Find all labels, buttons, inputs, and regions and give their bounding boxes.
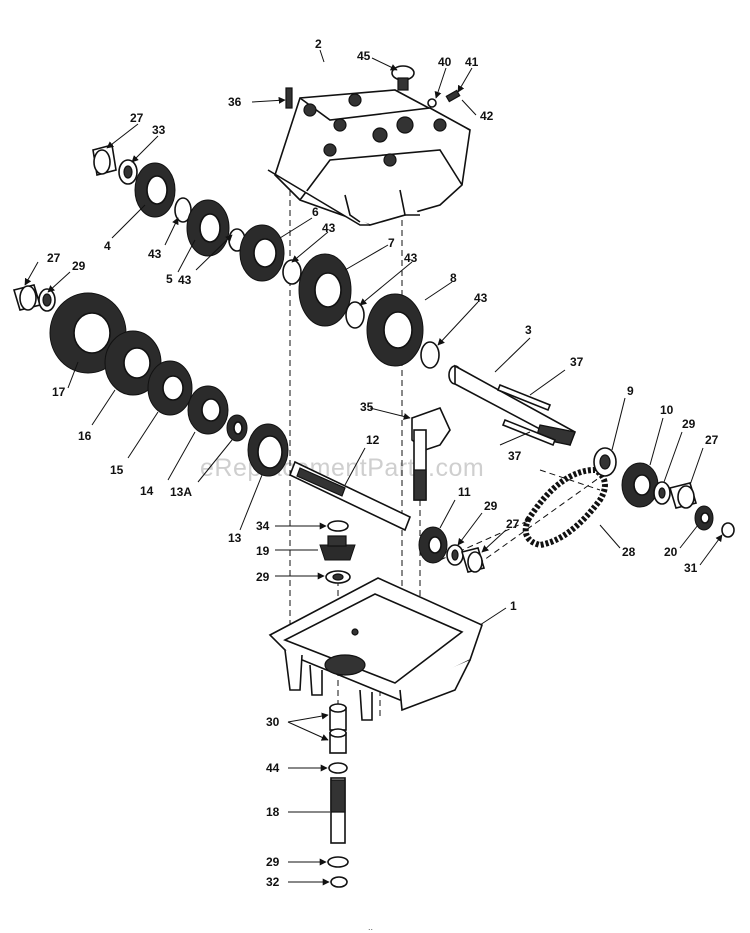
bushing-part-27-upper [92, 144, 117, 176]
sprocket-part-20 [694, 505, 714, 531]
gear-part-6 [239, 224, 285, 282]
bushing-part-27-mid [460, 547, 486, 573]
label-part-30: 30 [266, 715, 280, 729]
label-part-37-upper: 37 [570, 355, 584, 369]
label-part-2: 2 [315, 37, 322, 51]
gear-part-7 [298, 253, 352, 327]
gear-part-14 [187, 385, 229, 435]
sprocket-part-10 [621, 462, 659, 508]
small-parts-40-42 [427, 89, 461, 108]
pin-part-36 [285, 87, 293, 109]
label-part-14: 14 [140, 484, 154, 498]
label-part-17: 17 [52, 385, 66, 399]
label-part-41: 41 [465, 55, 479, 69]
label-part-43-d: 43 [404, 251, 418, 265]
bearing-part-9 [593, 447, 617, 477]
label-part-12: 12 [366, 433, 380, 447]
label-part-36: 36 [228, 95, 242, 109]
label-part-29-center: 29 [256, 570, 270, 584]
gear-part-5 [186, 199, 230, 257]
label-part-45: 45 [357, 49, 371, 63]
washer-part-29-center [325, 570, 351, 584]
label-part-42: 42 [480, 109, 494, 123]
label-part-29-right: 29 [682, 417, 696, 431]
gear-part-4 [134, 162, 176, 218]
gear-part-15 [147, 360, 193, 416]
shifter-part-35 [411, 406, 451, 501]
washer-part-33 [118, 159, 138, 185]
label-part-34: 34 [256, 519, 270, 533]
bushing-part-27-right [668, 482, 698, 509]
label-part-6: 6 [312, 205, 319, 219]
gear-part-13 [247, 423, 289, 477]
bottom-mark: .. [368, 922, 373, 932]
bushing-part-27-left [12, 284, 42, 311]
label-part-13: 13 [228, 531, 242, 545]
watermark-text: eReplacementParts.com [200, 454, 484, 482]
label-part-43-c: 43 [322, 221, 336, 235]
ring-part-44 [328, 762, 348, 774]
label-part-3: 3 [525, 323, 532, 337]
label-part-33: 33 [152, 123, 166, 137]
ring-part-32 [330, 876, 348, 888]
label-part-31: 31 [684, 561, 698, 575]
label-part-29-bottom: 29 [266, 855, 280, 869]
bushings-part-30 [329, 703, 347, 754]
washer-part-43-a [174, 197, 192, 223]
label-part-29-left: 29 [72, 259, 86, 273]
washer-part-43-c [282, 259, 302, 285]
gear-part-13A [226, 414, 248, 442]
part-number-labels: 2 45 40 41 42 36 27 33 4 43 5 43 6 43 7 … [47, 37, 719, 889]
label-part-32: 32 [266, 875, 280, 889]
label-part-5: 5 [166, 272, 173, 286]
label-part-11: 11 [458, 485, 471, 499]
label-part-8: 8 [450, 271, 457, 285]
label-part-27-right: 27 [705, 433, 719, 447]
label-part-20: 20 [664, 545, 678, 559]
sprocket-part-11 [418, 526, 448, 564]
washer-part-29-right [653, 481, 671, 505]
label-part-15: 15 [110, 463, 124, 477]
label-part-44: 44 [266, 761, 280, 775]
label-part-18: 18 [266, 805, 280, 819]
label-part-9: 9 [627, 384, 634, 398]
washer-part-29-left [38, 288, 56, 312]
leader-lines [24, 49, 723, 886]
gear-part-16 [104, 330, 162, 396]
washer-part-43-e [420, 341, 440, 369]
shaft-part-3 [448, 364, 576, 447]
bevel-gear-part-19 [319, 535, 356, 561]
label-part-27-left: 27 [47, 251, 61, 265]
housing-part-1 [268, 577, 483, 721]
shaft-part-18 [330, 777, 346, 844]
label-part-43-b: 43 [178, 273, 192, 287]
washer-part-29-bottom [327, 856, 349, 868]
label-part-16: 16 [78, 429, 92, 443]
ring-part-34 [327, 520, 349, 532]
label-part-19: 19 [256, 544, 270, 558]
label-part-27-mid: 27 [506, 517, 520, 531]
gear-part-8 [366, 293, 424, 367]
label-part-7: 7 [388, 236, 395, 250]
label-part-4: 4 [104, 239, 111, 253]
washer-part-31 [721, 522, 735, 538]
label-part-28: 28 [622, 545, 636, 559]
label-part-27-upper: 27 [130, 111, 144, 125]
chain-part-28 [522, 466, 608, 549]
washer-part-29-mid [446, 544, 464, 566]
label-part-13A: 13A [170, 485, 192, 499]
shaft-part-12 [288, 460, 412, 532]
label-part-29-mid: 29 [484, 499, 498, 513]
label-part-1: 1 [510, 599, 517, 613]
label-part-40: 40 [438, 55, 452, 69]
label-part-37-lower: 37 [508, 449, 522, 463]
washer-part-43-d [345, 301, 365, 329]
label-part-43-e: 43 [474, 291, 488, 305]
label-part-10: 10 [660, 403, 674, 417]
label-part-35: 35 [360, 400, 374, 414]
top-cover-part-2 [267, 89, 471, 226]
label-part-43-a: 43 [148, 247, 162, 261]
